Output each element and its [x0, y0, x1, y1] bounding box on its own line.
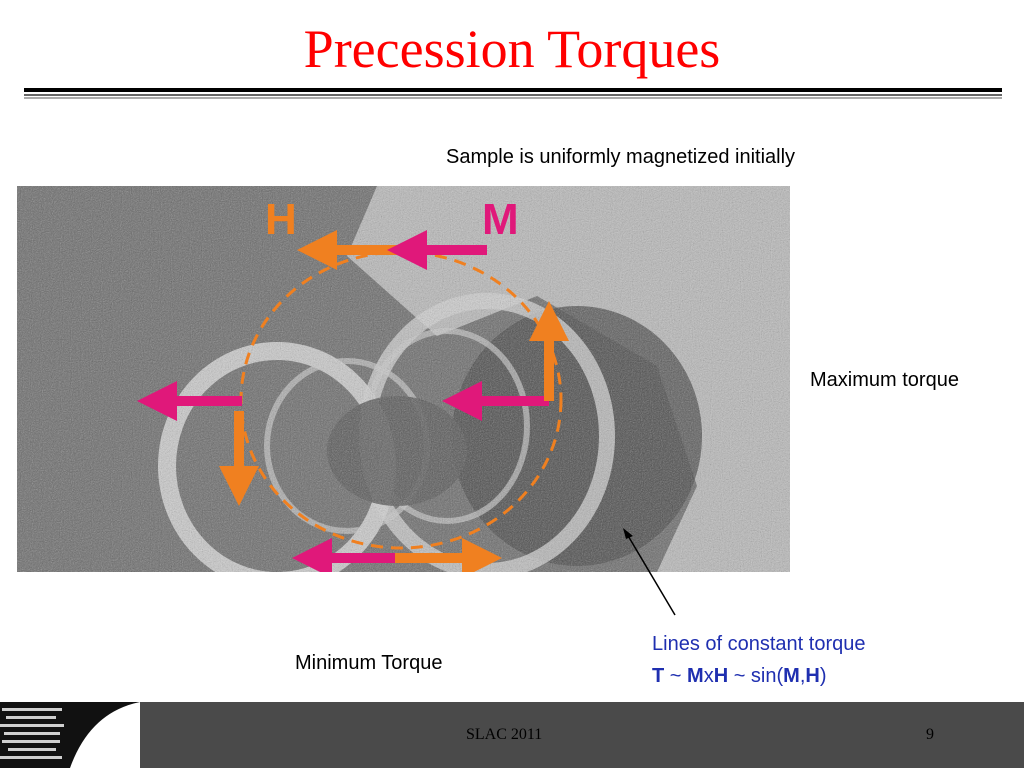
caption-uniform: Sample is uniformly magnetized initially: [446, 146, 796, 168]
slide-title: Precession Torques: [303, 19, 721, 79]
title-underline-second: [24, 94, 1002, 96]
magnetic-domain-image: H M: [17, 186, 790, 572]
footer-org: SLAC 2011: [466, 726, 543, 743]
caption-maximum: Maximum torque: [810, 369, 959, 391]
footer-logo-graphic: [0, 702, 140, 768]
title-underline: [24, 88, 1002, 92]
caption-lines-constant-torque: Lines of constant torque: [652, 633, 866, 655]
pointer-line: [623, 528, 676, 616]
label-M: M: [482, 195, 519, 244]
torque-equation: T ~ MxH ~ sin(M,H): [652, 665, 827, 687]
footer-page-number: 9: [926, 726, 934, 743]
title-underline-shadow: [24, 97, 1002, 99]
caption-minimum: Minimum Torque: [295, 652, 443, 674]
footer-bar: SLAC 2011 9: [0, 702, 1024, 768]
label-H: H: [265, 195, 297, 244]
